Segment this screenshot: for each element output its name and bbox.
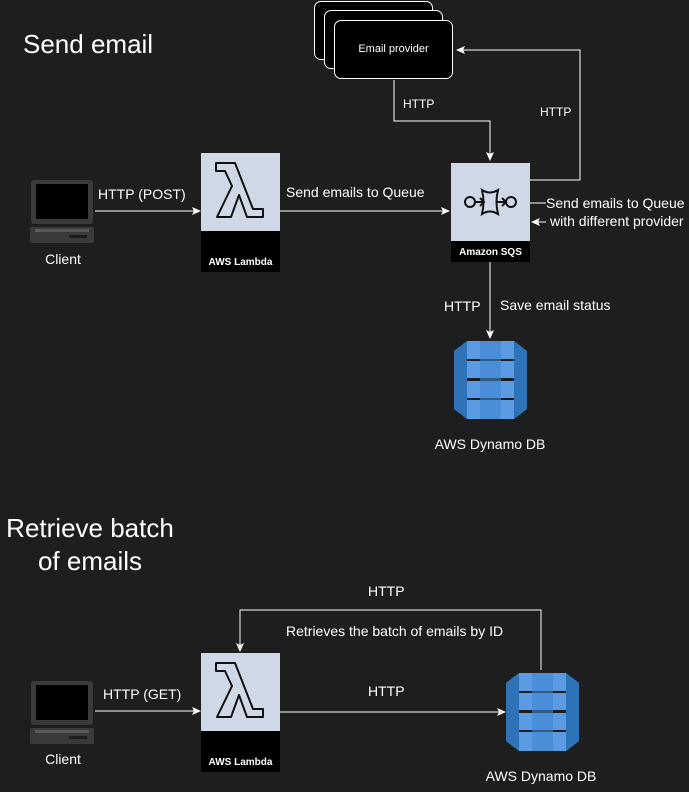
sqs-to-provider-arrow: [456, 46, 581, 181]
sqs-to-provider-http-label: HTTP: [540, 105, 572, 119]
save-status-label: Save email status: [500, 297, 611, 313]
lambda-to-queue-label: Send emails to Queue: [285, 184, 426, 201]
dynamodb-label-send: AWS Dynamo DB: [434, 436, 546, 452]
dynamo-to-lambda-http-label: HTTP: [367, 583, 406, 600]
send-section-title: Send email: [23, 29, 154, 59]
dynamodb-node-retrieve: [505, 671, 580, 753]
laptop-icon: [30, 180, 94, 243]
lambda-node: AWS Lambda: [201, 153, 280, 272]
lambda-to-dynamo-http-label: HTTP: [367, 683, 406, 700]
email-provider-label: Email provider: [358, 43, 429, 55]
dynamodb-icon: [454, 341, 527, 419]
dynamo-to-lambda-arrow: [236, 609, 542, 670]
sqs-node: Amazon SQS: [451, 163, 530, 262]
client-label-retrieve: Client: [45, 751, 81, 767]
lambda-caption: AWS Lambda: [208, 257, 273, 268]
email-provider-node: Email provider: [334, 20, 453, 79]
retrieve-by-id-label: Retrieves the batch of emails by ID: [285, 623, 505, 640]
resend-label-line1: Send emails to Queue: [546, 195, 685, 211]
resend-label-line2: with different provider: [550, 213, 684, 229]
sqs-to-dynamo-http-label: HTTP: [443, 298, 482, 315]
lambda-icon: [215, 162, 264, 218]
sqs-caption: Amazon SQS: [459, 247, 522, 258]
sqs-icon: [464, 187, 517, 217]
dynamodb-icon: [506, 673, 579, 751]
lambda-node-retrieve: AWS Lambda: [201, 653, 280, 772]
dynamodb-node-send: [453, 339, 528, 421]
laptop-icon: [30, 681, 94, 744]
dynamodb-label-retrieve: AWS Dynamo DB: [485, 768, 597, 784]
client-to-lambda-get-label: HTTP (GET): [102, 686, 183, 703]
provider-to-sqs-http-label: HTTP: [403, 97, 435, 111]
lambda-icon: [215, 662, 264, 718]
client-label: Client: [45, 251, 81, 267]
client-to-lambda-label: HTTP (POST): [97, 186, 187, 203]
retrieve-title-line2: of emails: [37, 546, 143, 576]
client-node-retrieve: [29, 680, 95, 746]
client-node: [29, 179, 95, 245]
lambda-caption-retrieve: AWS Lambda: [208, 757, 273, 768]
provider-to-sqs-arrow: [393, 80, 494, 161]
retrieve-title-line1: Retrieve batch: [6, 513, 174, 543]
